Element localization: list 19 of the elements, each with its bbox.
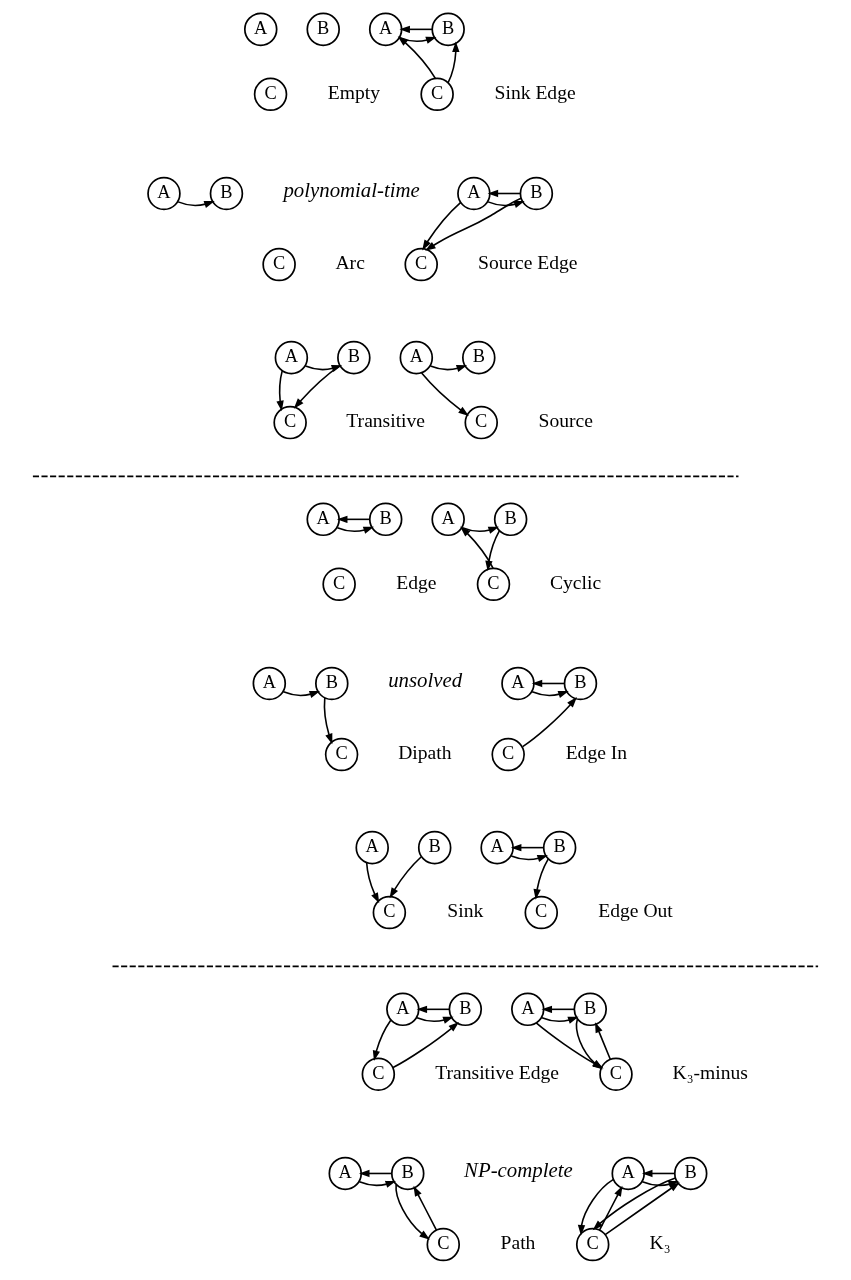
- label: Transitive Edge: [435, 1061, 560, 1083]
- label: Path: [500, 1232, 536, 1254]
- label: Transitive: [346, 410, 426, 432]
- label: Edge Out: [598, 900, 673, 922]
- label: Source: [538, 410, 593, 432]
- label: Edge: [396, 571, 437, 593]
- label: Edge In: [565, 742, 628, 764]
- label: Sink: [447, 900, 484, 922]
- label: K₃-minus: [672, 1061, 748, 1083]
- label: NP-complete: [464, 1158, 573, 1183]
- label: Sink Edge: [494, 81, 576, 103]
- label: Source Edge: [478, 252, 578, 274]
- label: K₃: [649, 1232, 671, 1254]
- label: Empty: [327, 81, 380, 103]
- label: unsolved: [388, 668, 463, 693]
- label: Cyclic: [550, 571, 602, 593]
- label: Arc: [335, 252, 365, 274]
- label: polynomial-time: [283, 178, 420, 203]
- label: Dipath: [398, 742, 452, 764]
